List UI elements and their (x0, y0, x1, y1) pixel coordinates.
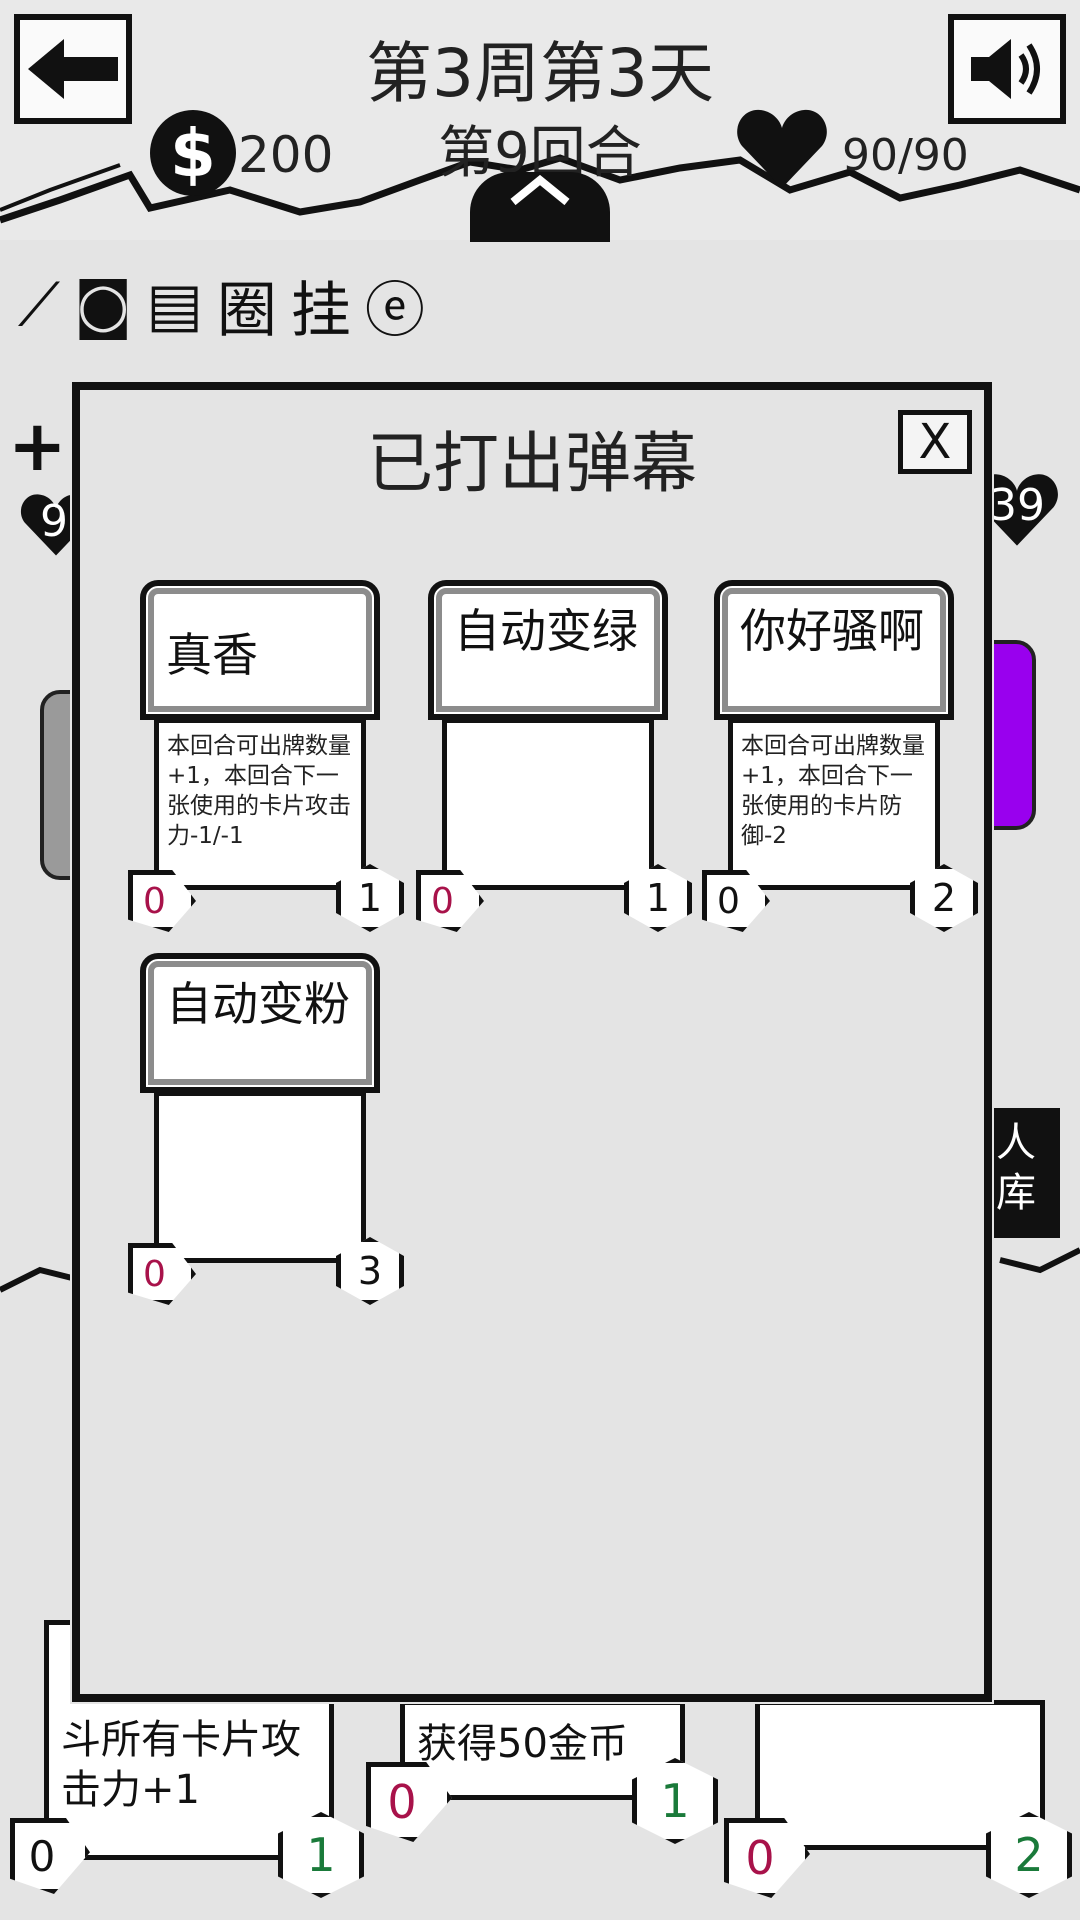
gold-value: 200 (238, 126, 334, 184)
hand-card-text: 斗所有卡片攻击力+1 (61, 1717, 301, 1813)
day-label: 第3周第3天 (366, 35, 714, 112)
hand-card-attack: 1 (632, 1758, 718, 1844)
speaker-icon (971, 39, 1040, 99)
camera-icon[interactable]: ◙ (74, 270, 133, 340)
scroll-icon[interactable]: ▤ (146, 270, 203, 340)
heart-icon (737, 109, 827, 188)
hang-icon[interactable]: 挂 (290, 275, 351, 346)
hp-value: 90/90 (842, 130, 969, 181)
card-title: 真香 (140, 580, 380, 720)
danmaku-card[interactable]: 自动变绿 0 1 (416, 580, 692, 940)
card-description: 本回合可出牌数量+1，本回合下一张使用的卡片防御-2 (728, 718, 940, 890)
map-icon[interactable]: ⓔ (364, 275, 425, 346)
expand-button[interactable] (470, 172, 610, 242)
close-button[interactable]: X (898, 410, 972, 474)
card-description (442, 718, 654, 890)
field-edge (0, 1247, 1080, 1293)
close-icon: X (918, 414, 952, 470)
deck-label-top: 人 (996, 1120, 1036, 1166)
sword-icon[interactable]: ⟋ (18, 270, 60, 340)
coin-icon: $ (150, 110, 236, 196)
hand-card-attack: 1 (278, 1812, 364, 1898)
chevron-up-icon (510, 174, 570, 206)
hand-card-text: 获得50金币 (417, 1721, 628, 1767)
right-heart-icon: 39 (975, 470, 1059, 550)
plus-icon[interactable]: + (8, 405, 67, 487)
right-heart-value: 39 (989, 480, 1045, 531)
card-title: 自动变粉 (140, 953, 380, 1093)
played-danmaku-modal: 已打出弹幕 X 真香 本回合可出牌数量+1，本回合下一张使用的卡片攻击力-1/-… (72, 382, 992, 1702)
circle-char-icon[interactable]: 圈 (216, 275, 277, 346)
danmaku-card[interactable]: 自动变粉 0 3 (128, 953, 404, 1313)
card-description: 本回合可出牌数量+1，本回合下一张使用的卡片攻击力-1/-1 (154, 718, 366, 890)
torn-paper-edge (0, 154, 1080, 224)
sound-button[interactable] (948, 14, 1066, 124)
hand-card-attack: 2 (986, 1812, 1072, 1898)
card-description (154, 1091, 366, 1263)
modal-title: 已打出弹幕 (367, 425, 697, 502)
danmaku-card[interactable]: 你好骚啊 本回合可出牌数量+1，本回合下一张使用的卡片防御-2 0 2 (702, 580, 978, 940)
card-title: 自动变绿 (428, 580, 668, 720)
deck-label-bottom: 库 (996, 1170, 1036, 1216)
card-title: 你好骚啊 (714, 580, 954, 720)
item-strip: ⟋ ◙ ▤ 圈 挂 ⓔ (18, 255, 425, 355)
deck-button[interactable]: 人 库 (990, 1108, 1060, 1238)
danmaku-card[interactable]: 真香 本回合可出牌数量+1，本回合下一张使用的卡片攻击力-1/-1 0 1 (128, 580, 404, 940)
back-button[interactable] (14, 14, 132, 124)
hand-card[interactable] (755, 1700, 1045, 1850)
arrow-left-icon (28, 39, 118, 99)
